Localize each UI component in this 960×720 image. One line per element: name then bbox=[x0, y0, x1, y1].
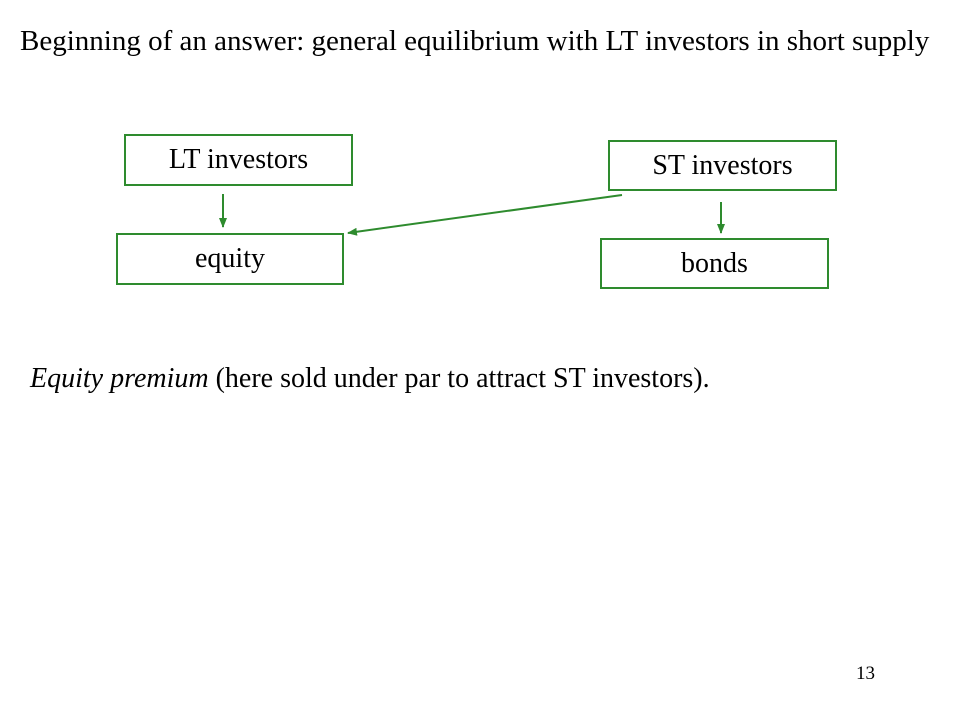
st-investors-label: ST investors bbox=[652, 149, 793, 181]
bonds-label: bonds bbox=[681, 247, 748, 279]
equity-box: equity bbox=[116, 233, 344, 285]
st-investors-box: ST investors bbox=[608, 140, 837, 191]
lt-investors-box: LT investors bbox=[124, 134, 353, 186]
equity-premium-note: Equity premium (here sold under par to a… bbox=[30, 361, 710, 397]
slide-heading: Beginning of an answer: general equilibr… bbox=[20, 25, 930, 57]
equity-premium-emphasis: Equity premium bbox=[30, 363, 209, 394]
arrow-st-to-equity bbox=[347, 194, 623, 236]
bonds-box: bonds bbox=[600, 238, 829, 289]
equity-label: equity bbox=[195, 243, 265, 274]
equity-premium-rest: (here sold under par to attract ST inves… bbox=[208, 363, 710, 394]
page-number: 13 bbox=[856, 663, 875, 684]
lt-investors-label: LT investors bbox=[168, 144, 309, 175]
